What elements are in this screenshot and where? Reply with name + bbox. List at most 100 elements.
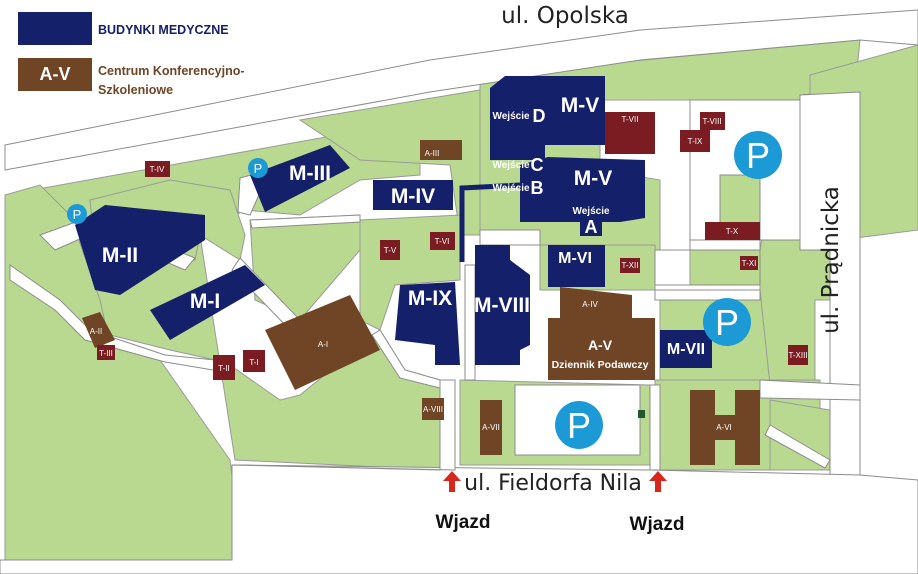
building-m8[interactable]: [475, 245, 530, 365]
arrow-up-icon[interactable]: [649, 471, 667, 492]
label-a3: A-III: [425, 149, 440, 158]
building-m9[interactable]: [395, 282, 460, 365]
entrance-c-label: Wejście: [492, 160, 529, 171]
label-t4: T-IV: [150, 165, 165, 174]
building-m4[interactable]: [373, 180, 453, 210]
building-t1[interactable]: [243, 350, 265, 372]
building-t13[interactable]: [788, 345, 808, 365]
label-a5-sub: Dziennik Podawczy: [552, 359, 649, 371]
label-m8: M-VIII: [474, 294, 530, 317]
entrance-labels: Wejście D Wejście C Wejście B Wejście A: [492, 106, 609, 237]
parking-icon[interactable]: [703, 298, 751, 346]
parking-symbol: P: [73, 207, 82, 222]
parking-symbol: P: [567, 405, 591, 446]
label-t2: T-II: [218, 364, 230, 373]
label-t6: T-VI: [435, 237, 450, 246]
label-m4: M-IV: [391, 185, 435, 208]
building-m6[interactable]: [548, 245, 605, 287]
conference-buildings: [82, 140, 760, 465]
legend-medical-label: BUDYNKI MEDYCZNE: [98, 23, 229, 37]
parking-symbol: P: [254, 161, 263, 176]
label-a8: A-VIII: [423, 405, 443, 414]
building-m2[interactable]: [75, 205, 205, 295]
label-m2: M-II: [102, 244, 138, 267]
building-m5-north[interactable]: [490, 76, 605, 160]
entrance-a-letter: A: [585, 217, 598, 237]
technical-buildings: [97, 112, 808, 380]
entrance-a-marker: [580, 216, 602, 236]
label-t12: T-XII: [622, 261, 639, 270]
building-a6[interactable]: [690, 390, 760, 465]
building-t5[interactable]: [380, 240, 400, 260]
building-t7[interactable]: [605, 112, 655, 154]
entrance-d-label: Wejście: [492, 111, 529, 122]
parking-icon[interactable]: [555, 401, 603, 449]
label-m9: M-IX: [408, 287, 452, 310]
building-t6[interactable]: [430, 232, 455, 250]
conference-labels: A-I A-II A-III A-IV A-V Dziennik Podawcz…: [90, 149, 732, 432]
building-t4[interactable]: [145, 161, 170, 177]
building-t9[interactable]: [680, 130, 710, 152]
building-t3[interactable]: [97, 345, 115, 360]
map-legend: BUDYNKI MEDYCZNE A-V Centrum Konferencyj…: [18, 12, 318, 107]
entrance-c-letter: C: [531, 155, 544, 175]
label-t7: T-VII: [622, 115, 639, 124]
medical-buildings: [75, 76, 712, 368]
entrance-b-letter: B: [531, 178, 544, 198]
label-m7: M-VII: [667, 341, 705, 358]
building-m7[interactable]: [660, 330, 712, 368]
label-m6: M-VI: [558, 250, 592, 267]
label-a4: A-IV: [582, 300, 598, 309]
entry-arrows: [443, 471, 667, 492]
label-a7: A-VII: [482, 423, 500, 432]
label-m3: M-III: [289, 162, 331, 185]
entry-label-east: Wjazd: [630, 514, 685, 535]
building-m1[interactable]: [150, 265, 265, 340]
building-m5-south[interactable]: [520, 157, 645, 222]
label-t10: T-X: [726, 227, 739, 236]
building-t10[interactable]: [705, 222, 760, 240]
building-a4[interactable]: [560, 287, 632, 318]
parking-symbol: P: [715, 302, 739, 343]
legend-medical-swatch: [18, 12, 92, 45]
label-t3: T-III: [99, 349, 113, 358]
entrance-b-label: Wejście: [492, 183, 529, 194]
building-a1[interactable]: [265, 295, 380, 390]
building-a2[interactable]: [82, 312, 115, 348]
label-m5-north: M-V: [561, 94, 600, 117]
label-m1: M-I: [190, 290, 220, 313]
street-opolska: ul. Opolska: [501, 3, 629, 29]
building-a7[interactable]: [480, 400, 502, 455]
entrance-d-letter: D: [533, 106, 546, 126]
parking-icon[interactable]: [67, 204, 87, 224]
connector-corridor: [459, 182, 521, 262]
parking-icon[interactable]: [248, 158, 268, 178]
building-a3[interactable]: [420, 140, 462, 160]
medical-labels: M-II M-I M-III M-IV M-V M-V M-VI M-VII M…: [102, 94, 705, 358]
parking-icon[interactable]: [734, 131, 782, 179]
label-t13: T-XIII: [788, 351, 807, 360]
building-t2[interactable]: [213, 355, 235, 380]
label-a1: A-I: [318, 340, 328, 349]
building-a8[interactable]: [422, 398, 444, 420]
building-t8[interactable]: [700, 112, 725, 130]
label-t9: T-IX: [688, 137, 703, 146]
label-t11: T-XI: [742, 259, 757, 268]
parking-labels: P P P P P: [73, 135, 770, 446]
label-t5: T-V: [384, 246, 397, 255]
street-pradnicka: ul. Prądnicka: [818, 186, 844, 334]
legend-conference-swatch: A-V: [18, 58, 92, 91]
building-t11[interactable]: [740, 256, 758, 270]
label-t1: T-I: [249, 358, 258, 367]
building-t12[interactable]: [620, 258, 640, 273]
parking-symbol: P: [746, 135, 770, 176]
building-a5[interactable]: [548, 318, 655, 380]
building-m3[interactable]: [250, 145, 350, 212]
legend-conference-label: Centrum Konferencyjno-Szkoleniowe: [98, 64, 245, 97]
entrance-a-label: Wejście: [572, 206, 609, 217]
label-t8: T-VIII: [702, 117, 721, 126]
arrow-up-icon[interactable]: [443, 471, 461, 492]
entry-label-west: Wjazd: [436, 512, 491, 533]
